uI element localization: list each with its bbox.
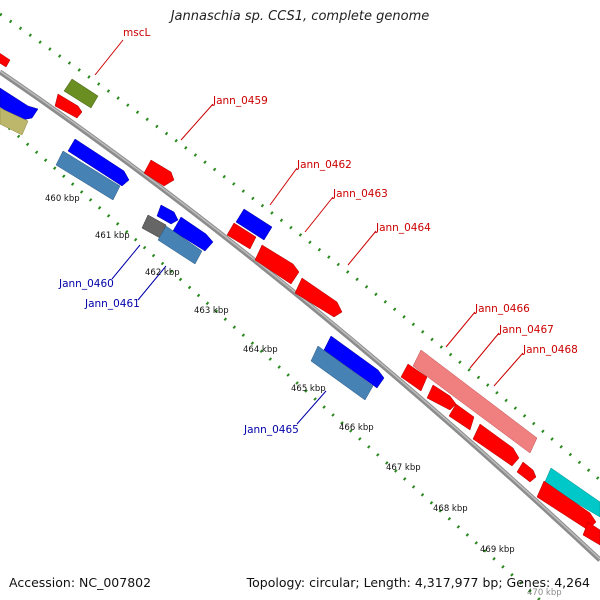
gene-near-end-red	[516, 461, 537, 483]
genome-backbone	[0, 69, 600, 562]
gene-steelblue-3	[310, 345, 374, 401]
leader-jann-0461	[137, 265, 167, 301]
gene-left-blue	[0, 87, 39, 121]
scale-label-463: 463 kbp	[194, 306, 229, 316]
gene-jann-0463	[226, 222, 257, 250]
gene-left-khaki	[0, 107, 29, 136]
reverse-genes	[0, 107, 600, 546]
scale-label-470: 470 kbp	[527, 588, 562, 598]
leader-jann-0462	[269, 167, 298, 206]
outer-tick-ring	[0, 12, 600, 482]
scale-label-466: 466 kbp	[339, 423, 374, 433]
gene-jann-0462	[235, 208, 273, 241]
leader-jann-0464	[347, 230, 377, 266]
gene-label-jann-0462[interactable]: Jann_0462	[296, 159, 352, 171]
gene-label-jann-0463[interactable]: Jann_0463	[332, 188, 388, 200]
gene-jann-0464a	[254, 244, 300, 285]
gene-label-jann-0465[interactable]: Jann_0465	[243, 424, 299, 436]
gene-jann-0461-blue	[172, 216, 214, 252]
scale-label-460: 460 kbp	[45, 194, 80, 204]
gene-steelblue-2	[157, 225, 203, 265]
gene-red-inner-end	[582, 521, 600, 546]
scale-label-468: 468 kbp	[433, 504, 468, 514]
leader-lines	[94, 39, 524, 425]
gene-labels: mscL Jann_0459 Jann_0462 Jann_0463 Jann_…	[58, 27, 578, 436]
gene-label-jann-0467[interactable]: Jann_0467	[498, 324, 554, 336]
scale-label-467: 467 kbp	[386, 463, 421, 473]
genome-backbone-highlight	[0, 70, 600, 560]
gene-jann-0467b	[426, 384, 457, 411]
gene-jann-0468a	[448, 403, 475, 431]
gene-label-jann-0468[interactable]: Jann_0468	[522, 344, 578, 356]
gene-jann-0466	[412, 349, 538, 454]
inner-tick-ring	[0, 118, 542, 600]
gene-jann-0459	[143, 159, 175, 187]
gene-label-jann-0466[interactable]: Jann_0466	[474, 303, 530, 315]
leader-jann-0467	[469, 332, 500, 369]
leader-jann-0459	[180, 103, 214, 141]
gene-label-jann-0460[interactable]: Jann_0460	[58, 278, 114, 290]
gene-left-red-small	[54, 93, 83, 119]
gene-label-jann-0464[interactable]: Jann_0464	[375, 222, 431, 234]
leader-jann-0465	[296, 390, 327, 425]
gene-steelblue-1	[55, 150, 121, 201]
forward-genes	[0, 53, 600, 518]
scale-label-462: 462 kbp	[145, 268, 180, 278]
accession-text: Accession: NC_007802	[9, 575, 152, 590]
scale-label-465: 465 kbp	[291, 384, 326, 394]
leader-jann-0463	[304, 196, 334, 233]
gene-label-jann-0461[interactable]: Jann_0461	[84, 298, 140, 310]
map-title: Jannaschia sp. CCS1, complete genome	[170, 9, 430, 24]
gene-jann-0461-small	[156, 204, 179, 225]
leader-jann-0468	[493, 352, 524, 387]
gene-left-edge-red	[0, 53, 11, 68]
gene-label-jann-0459[interactable]: Jann_0459	[212, 95, 268, 107]
scale-label-461: 461 kbp	[95, 231, 130, 241]
scale-labels: 460 kbp 461 kbp 462 kbp 463 kbp 464 kbp …	[45, 194, 562, 598]
gene-mscl	[63, 78, 99, 109]
leader-jann-0460	[111, 244, 141, 280]
gene-jann-0468b	[472, 423, 520, 467]
gene-jann-0467	[400, 363, 428, 392]
topology-text: Topology: circular; Length: 4,317,977 bp…	[246, 575, 590, 590]
scale-label-464: 464 kbp	[243, 345, 278, 355]
gene-right-cyan	[543, 467, 600, 518]
middle-genes	[0, 87, 597, 531]
leader-jann-0466	[445, 311, 476, 348]
gene-label-mscl[interactable]: mscL	[123, 27, 150, 39]
gene-jann-0460-blue	[67, 138, 130, 187]
leader-mscl	[94, 39, 124, 76]
scale-label-469: 469 kbp	[480, 545, 515, 555]
gene-jann-0465-blue	[323, 335, 385, 389]
gene-jann-0464b	[294, 277, 343, 318]
